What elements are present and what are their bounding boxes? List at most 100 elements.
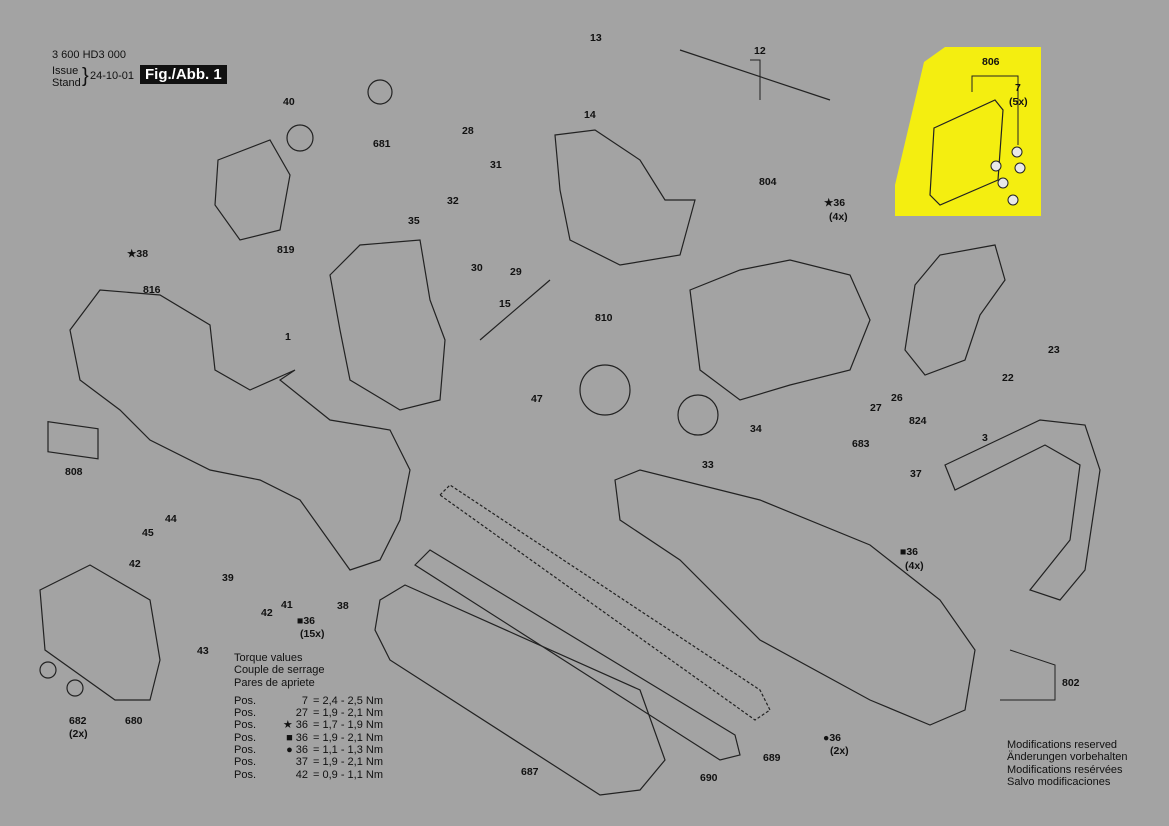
part-3-front-handle xyxy=(944,419,1101,601)
part-824-handle xyxy=(904,244,1006,376)
label-819: 819 xyxy=(277,244,295,256)
label-810: 810 xyxy=(595,312,613,324)
label-41: 41 xyxy=(281,599,293,611)
modifications-es: Salvo modificaciones xyxy=(1007,775,1111,788)
label-26: 26 xyxy=(891,392,903,404)
label-30: 30 xyxy=(471,262,483,274)
label-683: 683 xyxy=(852,438,870,450)
label-22: 22 xyxy=(1002,372,1014,384)
label-13: 13 xyxy=(590,32,602,44)
torque-row: Pos.42= 0,9 - 1,1 Nm xyxy=(234,768,384,781)
torque-row: Pos.● 36= 1,1 - 1,3 Nm xyxy=(234,744,384,757)
label-15: 15 xyxy=(499,298,511,310)
part-15-sensor xyxy=(479,279,551,341)
issue-label-de: Stand xyxy=(52,77,81,89)
part-819-motor-cap xyxy=(214,139,291,241)
label-37: 37 xyxy=(910,468,922,480)
torque-row: Pos.★ 36= 1,7 - 1,9 Nm xyxy=(234,719,384,732)
label-14: 14 xyxy=(584,109,596,121)
label-816: 816 xyxy=(143,284,161,296)
label-36-square: ■36 xyxy=(297,615,315,627)
torque-row: Pos.7= 2,4 - 2,5 Nm xyxy=(234,694,384,707)
part-33-gear xyxy=(677,394,719,436)
label-47: 47 xyxy=(531,393,543,405)
label-808: 808 xyxy=(65,466,83,478)
modifications-en: Modifications reserved xyxy=(1007,739,1118,751)
label-804: 804 xyxy=(759,176,777,188)
part-690-guide-bar xyxy=(414,549,741,761)
label-3: 3 xyxy=(982,432,988,444)
screws-7 xyxy=(990,146,1026,206)
label-682-qty: (2x) xyxy=(69,728,88,740)
label-38: 38 xyxy=(337,600,349,612)
part-806-control-board xyxy=(929,99,1004,206)
part-680-sprocket-cover xyxy=(39,564,161,701)
part-804-motor xyxy=(689,259,871,401)
label-35: 35 xyxy=(408,215,420,227)
modifications-notice: Modifications reserved Änderungen vorbeh… xyxy=(1007,739,1127,788)
part-682-nut-2 xyxy=(66,679,84,697)
label-32: 32 xyxy=(447,195,459,207)
label-36-circle-qty: (2x) xyxy=(830,745,849,757)
label-36-circle: ●36 xyxy=(823,732,841,744)
part-682-nut xyxy=(39,661,57,679)
part-808-label xyxy=(47,421,99,460)
label-27: 27 xyxy=(870,402,882,414)
label-31: 31 xyxy=(490,159,502,171)
torque-table: Torque values Couple de serrage Pares de… xyxy=(234,652,383,781)
label-682: 682 xyxy=(69,715,87,727)
part-1-housing-half xyxy=(69,289,411,571)
modifications-de: Änderungen vorbehalten xyxy=(1007,751,1128,764)
label-23: 23 xyxy=(1048,344,1060,356)
label-824: 824 xyxy=(909,415,927,427)
document-number: 3 600 HD3 000 xyxy=(52,49,126,61)
part-cover-inner xyxy=(554,129,696,266)
highlight-area xyxy=(895,47,1041,216)
label-1: 1 xyxy=(285,331,291,343)
label-42: 42 xyxy=(129,558,141,570)
part-labels: 13 12 40 681 14 28 31 32 35 30 29 804 ★3… xyxy=(65,32,1080,784)
label-36-star-qty: (4x) xyxy=(829,211,848,223)
label-40: 40 xyxy=(283,96,295,108)
brace: } xyxy=(82,65,89,87)
part-40-ring xyxy=(286,124,314,152)
label-36-square-b-qty: (4x) xyxy=(905,560,924,572)
label-806: 806 xyxy=(982,56,1000,68)
label-689: 689 xyxy=(763,752,781,764)
label-7: 7 xyxy=(1015,82,1021,94)
figure-label: Fig./Abb. 1 xyxy=(140,65,227,84)
label-802: 802 xyxy=(1062,677,1080,689)
torque-title-fr: Couple de serrage xyxy=(234,664,325,677)
torque-title-en: Torque values xyxy=(234,652,303,664)
label-45: 45 xyxy=(142,527,154,539)
torque-title-es: Pares de apriete xyxy=(234,676,315,689)
torque-row: Pos.27= 1,9 - 2,1 Nm xyxy=(234,707,384,720)
label-36-star: ★36 xyxy=(824,197,845,209)
label-42b: 42 xyxy=(261,607,273,619)
label-687: 687 xyxy=(521,766,539,778)
part-681-cap xyxy=(367,79,393,105)
part-12-strap xyxy=(679,49,831,101)
label-681: 681 xyxy=(373,138,391,150)
part-689-saw-chain xyxy=(439,484,771,721)
torque-row: Pos.37= 1,9 - 2,1 Nm xyxy=(234,756,384,769)
issue-label-en: Issue xyxy=(52,65,79,77)
part-28-cover xyxy=(329,239,446,411)
label-680: 680 xyxy=(125,715,143,727)
label-43: 43 xyxy=(197,645,209,657)
part-687-bar-cover xyxy=(374,584,666,796)
label-28: 28 xyxy=(462,125,474,137)
label-34: 34 xyxy=(750,423,762,435)
label-690: 690 xyxy=(700,772,718,784)
label-29: 29 xyxy=(510,266,522,278)
label-7-qty: (5x) xyxy=(1009,96,1028,108)
label-36-square-qty: (15x) xyxy=(300,628,325,640)
label-36-square-b: ■36 xyxy=(900,546,918,558)
label-39: 39 xyxy=(222,572,234,584)
label-33: 33 xyxy=(702,459,714,471)
label-12: 12 xyxy=(754,45,766,57)
part-810-gear xyxy=(579,364,631,416)
modifications-fr: Modifications resérvées xyxy=(1007,763,1123,776)
